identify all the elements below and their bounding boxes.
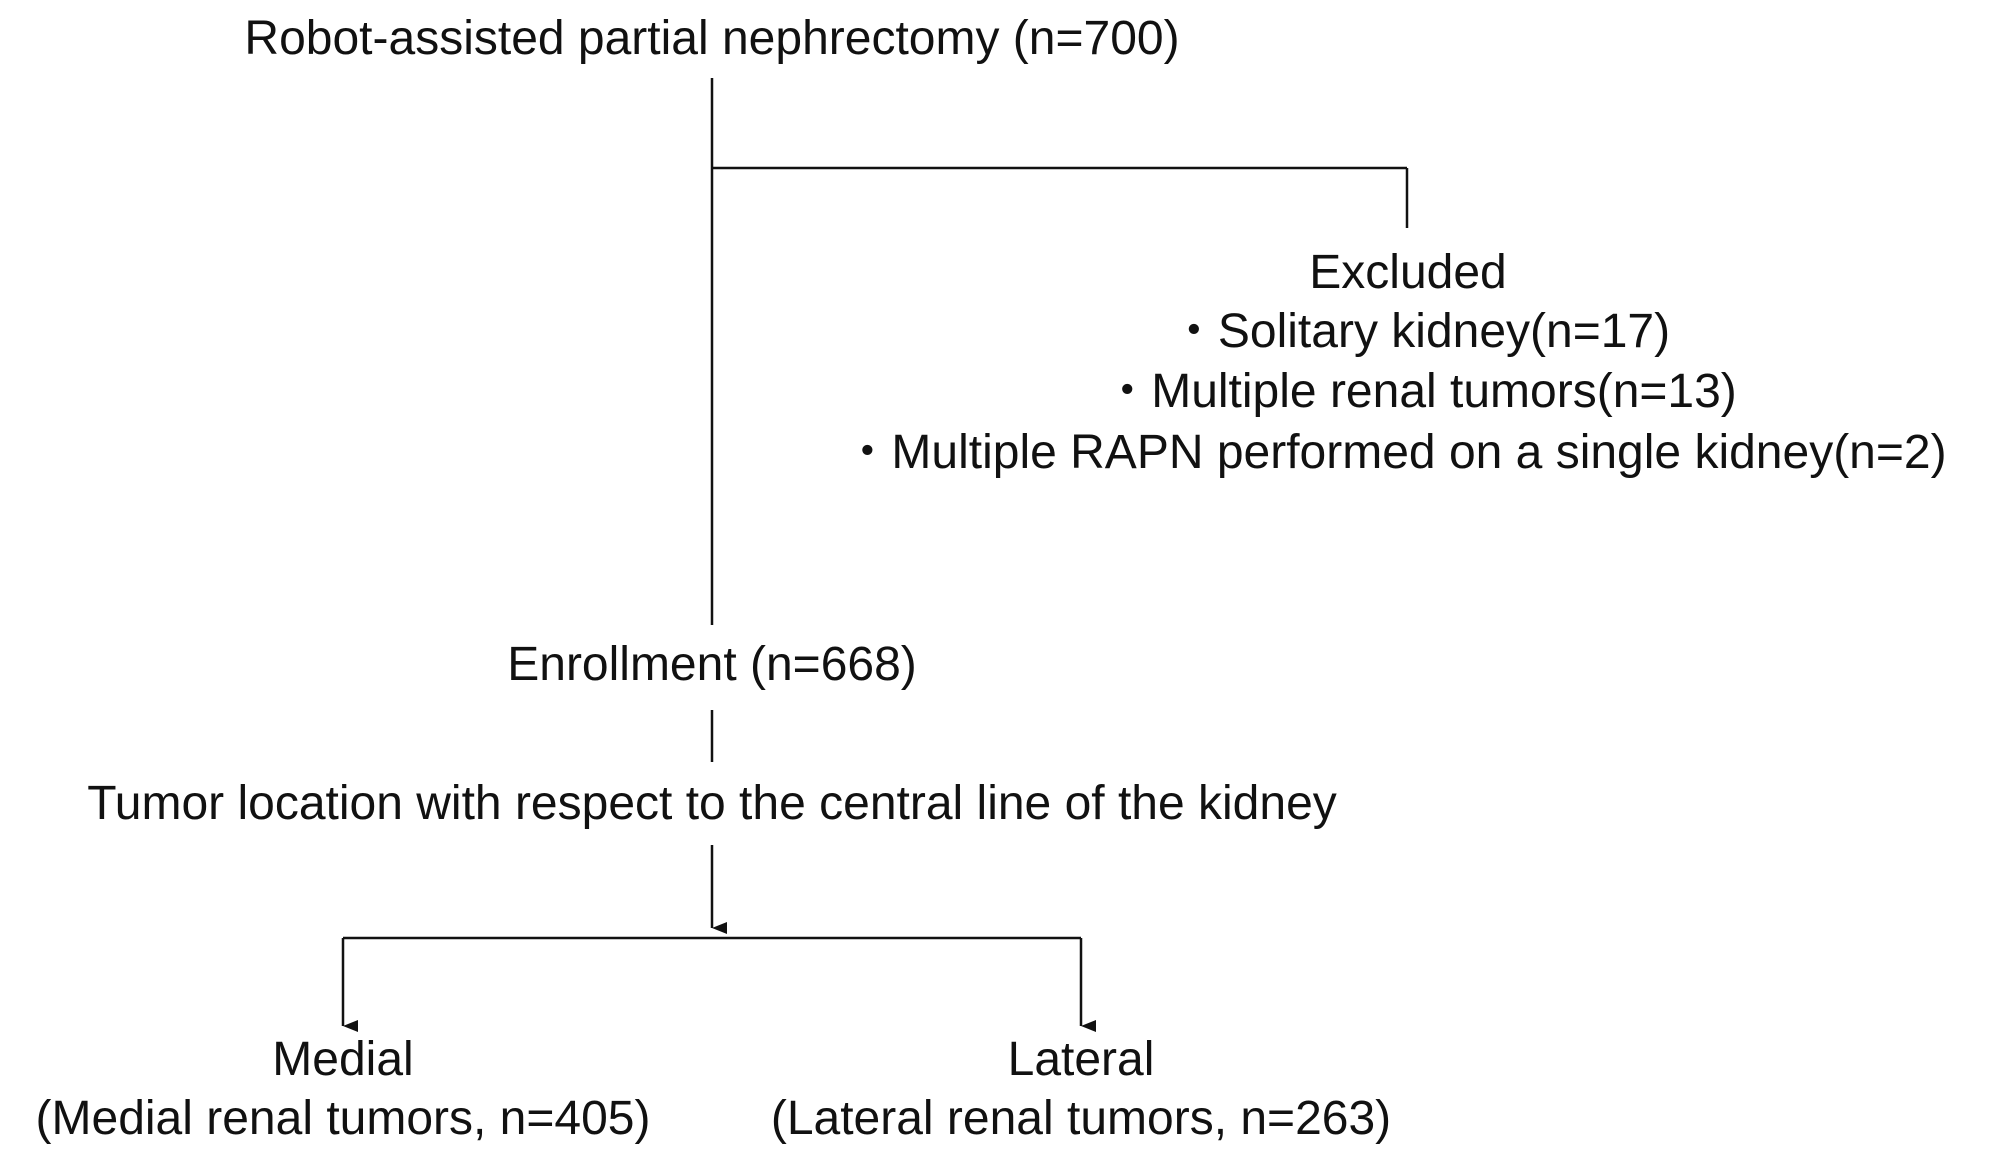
enrollment-label: Enrollment (n=668) [507, 638, 917, 691]
medial-group-name: Medial [272, 1033, 414, 1086]
criterion-label: Tumor location with respect to the centr… [87, 777, 1337, 830]
medial-group-detail: (Medial renal tumors, n=405) [35, 1092, 651, 1145]
excluded-item-solitary: ・Solitary kidney(n=17) [1169, 305, 1671, 358]
lateral-group-name: Lateral [1007, 1033, 1155, 1086]
excluded-item-multiple-rapn: ・Multiple RAPN performed on a single kid… [843, 426, 1947, 479]
lateral-group-detail: (Lateral renal tumors, n=263) [770, 1092, 1392, 1145]
top-node-label: Robot-assisted partial nephrectomy (n=70… [244, 12, 1180, 65]
excluded-item-multiple-tumors: ・Multiple renal tumors(n=13) [1103, 365, 1737, 418]
excluded-title: Excluded [1309, 246, 1507, 299]
